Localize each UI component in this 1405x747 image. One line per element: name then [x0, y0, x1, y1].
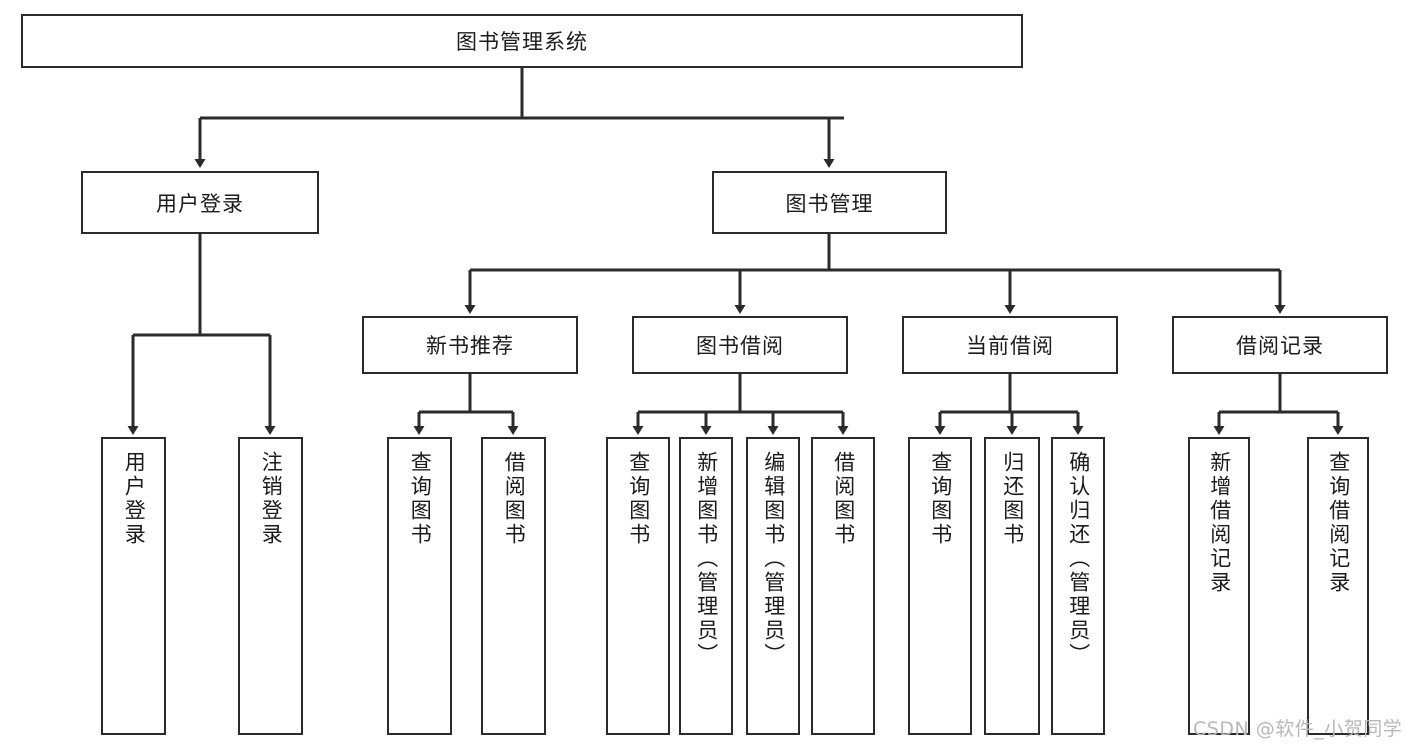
- node-new-book-recommend[interactable]: 新书推荐: [362, 316, 578, 374]
- node-leaf-query-record[interactable]: 查询借阅记录: [1307, 437, 1369, 735]
- node-leaf-confirm-return-label: 确认归还（管理员）: [1066, 451, 1091, 667]
- node-leaf-add-book[interactable]: 新增图书（管理员）: [679, 437, 733, 735]
- node-leaf-borrow-book-2[interactable]: 借阅图书: [811, 437, 875, 735]
- node-leaf-borrow-book-1[interactable]: 借阅图书: [481, 437, 546, 735]
- node-leaf-add-book-label: 新增图书（管理员）: [694, 451, 719, 667]
- node-new-book-recommend-label: 新书推荐: [426, 334, 514, 358]
- node-borrow-record-label: 借阅记录: [1236, 334, 1324, 358]
- node-leaf-logout[interactable]: 注销登录: [238, 437, 303, 735]
- node-book-borrow-label: 图书借阅: [696, 334, 784, 358]
- node-root-label: 图书管理系统: [456, 30, 588, 54]
- node-leaf-query-book-3[interactable]: 查询图书: [908, 437, 972, 735]
- node-leaf-logout-label: 注销登录: [259, 451, 284, 547]
- node-leaf-add-record-label: 新增借阅记录: [1207, 451, 1232, 595]
- node-leaf-user-login[interactable]: 用户登录: [101, 437, 166, 735]
- node-leaf-query-book-1[interactable]: 查询图书: [387, 437, 452, 735]
- node-leaf-edit-book[interactable]: 编辑图书（管理员）: [746, 437, 800, 735]
- node-leaf-return-book[interactable]: 归还图书: [984, 437, 1040, 735]
- watermark: CSDN @软件_小贺同学: [1193, 718, 1403, 740]
- node-user-login[interactable]: 用户登录: [81, 171, 319, 234]
- node-leaf-edit-book-label: 编辑图书（管理员）: [761, 451, 786, 667]
- node-leaf-query-book-2[interactable]: 查询图书: [606, 437, 670, 735]
- node-current-borrow-label: 当前借阅: [966, 334, 1054, 358]
- node-leaf-query-book-2-label: 查询图书: [626, 451, 651, 547]
- node-leaf-query-book-1-label: 查询图书: [408, 451, 433, 547]
- node-leaf-confirm-return[interactable]: 确认归还（管理员）: [1051, 437, 1105, 735]
- node-leaf-query-record-label: 查询借阅记录: [1326, 451, 1351, 595]
- node-book-borrow[interactable]: 图书借阅: [632, 316, 848, 374]
- node-leaf-borrow-book-1-label: 借阅图书: [502, 451, 527, 547]
- node-current-borrow[interactable]: 当前借阅: [902, 316, 1118, 374]
- node-leaf-add-record[interactable]: 新增借阅记录: [1188, 437, 1250, 735]
- node-book-manage-label: 图书管理: [785, 191, 874, 216]
- node-borrow-record[interactable]: 借阅记录: [1172, 316, 1388, 374]
- node-user-login-label: 用户登录: [156, 191, 244, 216]
- node-leaf-query-book-3-label: 查询图书: [928, 451, 953, 547]
- node-leaf-return-book-label: 归还图书: [1000, 451, 1025, 547]
- node-root[interactable]: 图书管理系统: [21, 14, 1023, 68]
- node-leaf-borrow-book-2-label: 借阅图书: [831, 451, 856, 547]
- node-book-manage[interactable]: 图书管理: [712, 171, 947, 234]
- node-leaf-user-login-label: 用户登录: [122, 451, 147, 547]
